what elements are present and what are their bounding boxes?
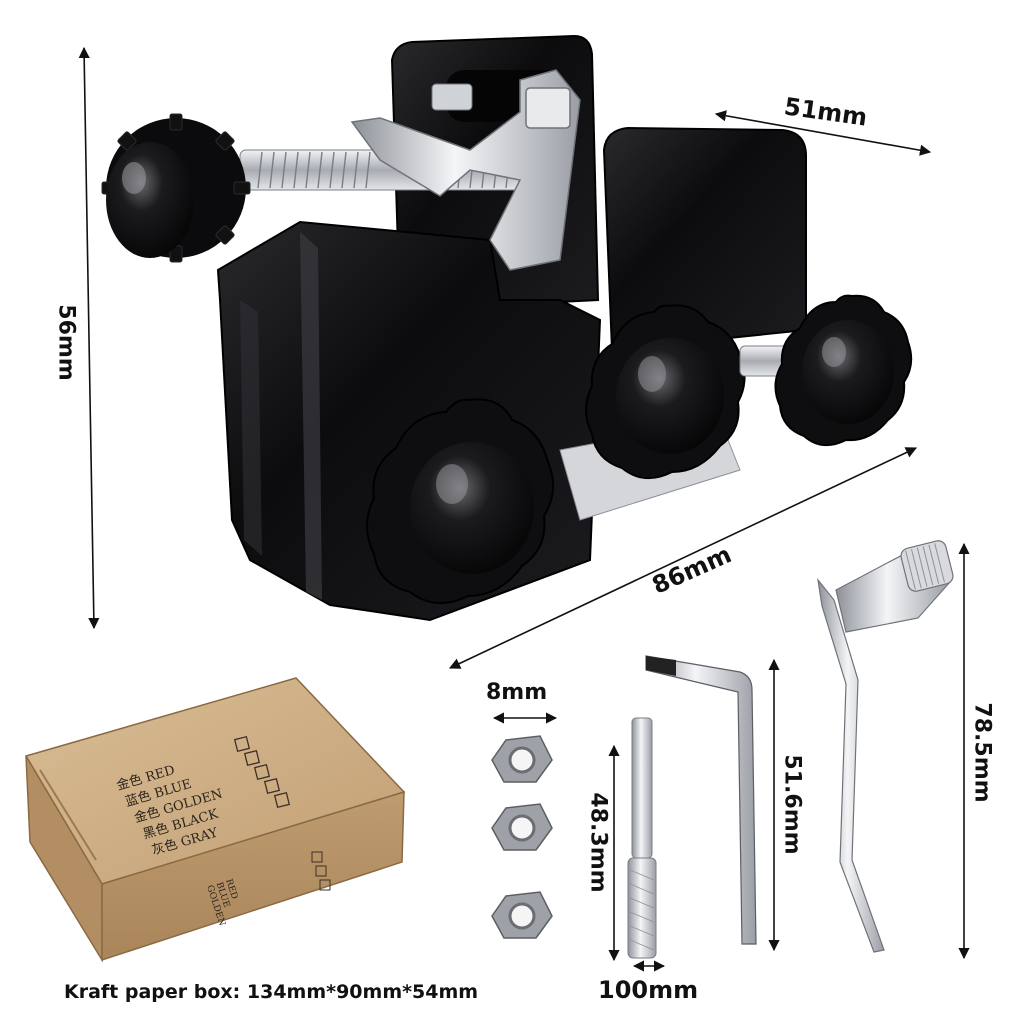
- bracket-nut: [525, 87, 571, 129]
- body-face-edge: [240, 300, 262, 556]
- dim-height-label: 56mm: [53, 304, 79, 381]
- adjust-knob-top: [101, 113, 251, 263]
- dim-hexkey-label: 51.6mm: [779, 754, 805, 855]
- replacement-pin: [627, 717, 657, 959]
- dim-length-line: [448, 447, 918, 669]
- dim-pin-label: 48.3mm: [585, 792, 611, 893]
- box-side-checkboxes: [311, 851, 331, 891]
- steel-bracket: [350, 69, 581, 271]
- box-size-caption: Kraft paper box: 134mm*90mm*54mm: [64, 981, 479, 1003]
- box-side: [101, 790, 405, 962]
- kraft-paper-box: 金色 RED 蓝色 BLUE 金色 GOLDEN 黑色 BLACK 灰色 GRA…: [24, 677, 406, 963]
- hex-key-tip: [646, 656, 676, 676]
- dim-depth-line: [714, 110, 932, 156]
- crank-handle: [817, 540, 954, 953]
- hex-nuts: [491, 735, 553, 939]
- lobe-knob-right: [774, 294, 913, 447]
- dim-crank-label: 78.5mm: [969, 702, 995, 803]
- hex-key: [645, 655, 757, 945]
- hex-nut: [491, 735, 553, 783]
- box-flap-edge: [39, 769, 97, 861]
- dimension-lines: [78, 46, 970, 972]
- body-face-highlight: [300, 232, 322, 600]
- chain-breaker-tool: [101, 34, 913, 622]
- bracket-bolt: [431, 83, 473, 111]
- box-checkboxes: [233, 735, 291, 809]
- box-side-print: RED BLUE GOLDEN: [204, 878, 239, 928]
- dim-nut-label: 8mm: [486, 680, 548, 705]
- dim-height-line: [78, 46, 100, 630]
- hex-nut: [491, 891, 553, 939]
- dim-pinwidth-label: 100mm: [598, 976, 699, 1004]
- lobe-knob-middle: [585, 304, 746, 479]
- hex-nut: [491, 803, 553, 851]
